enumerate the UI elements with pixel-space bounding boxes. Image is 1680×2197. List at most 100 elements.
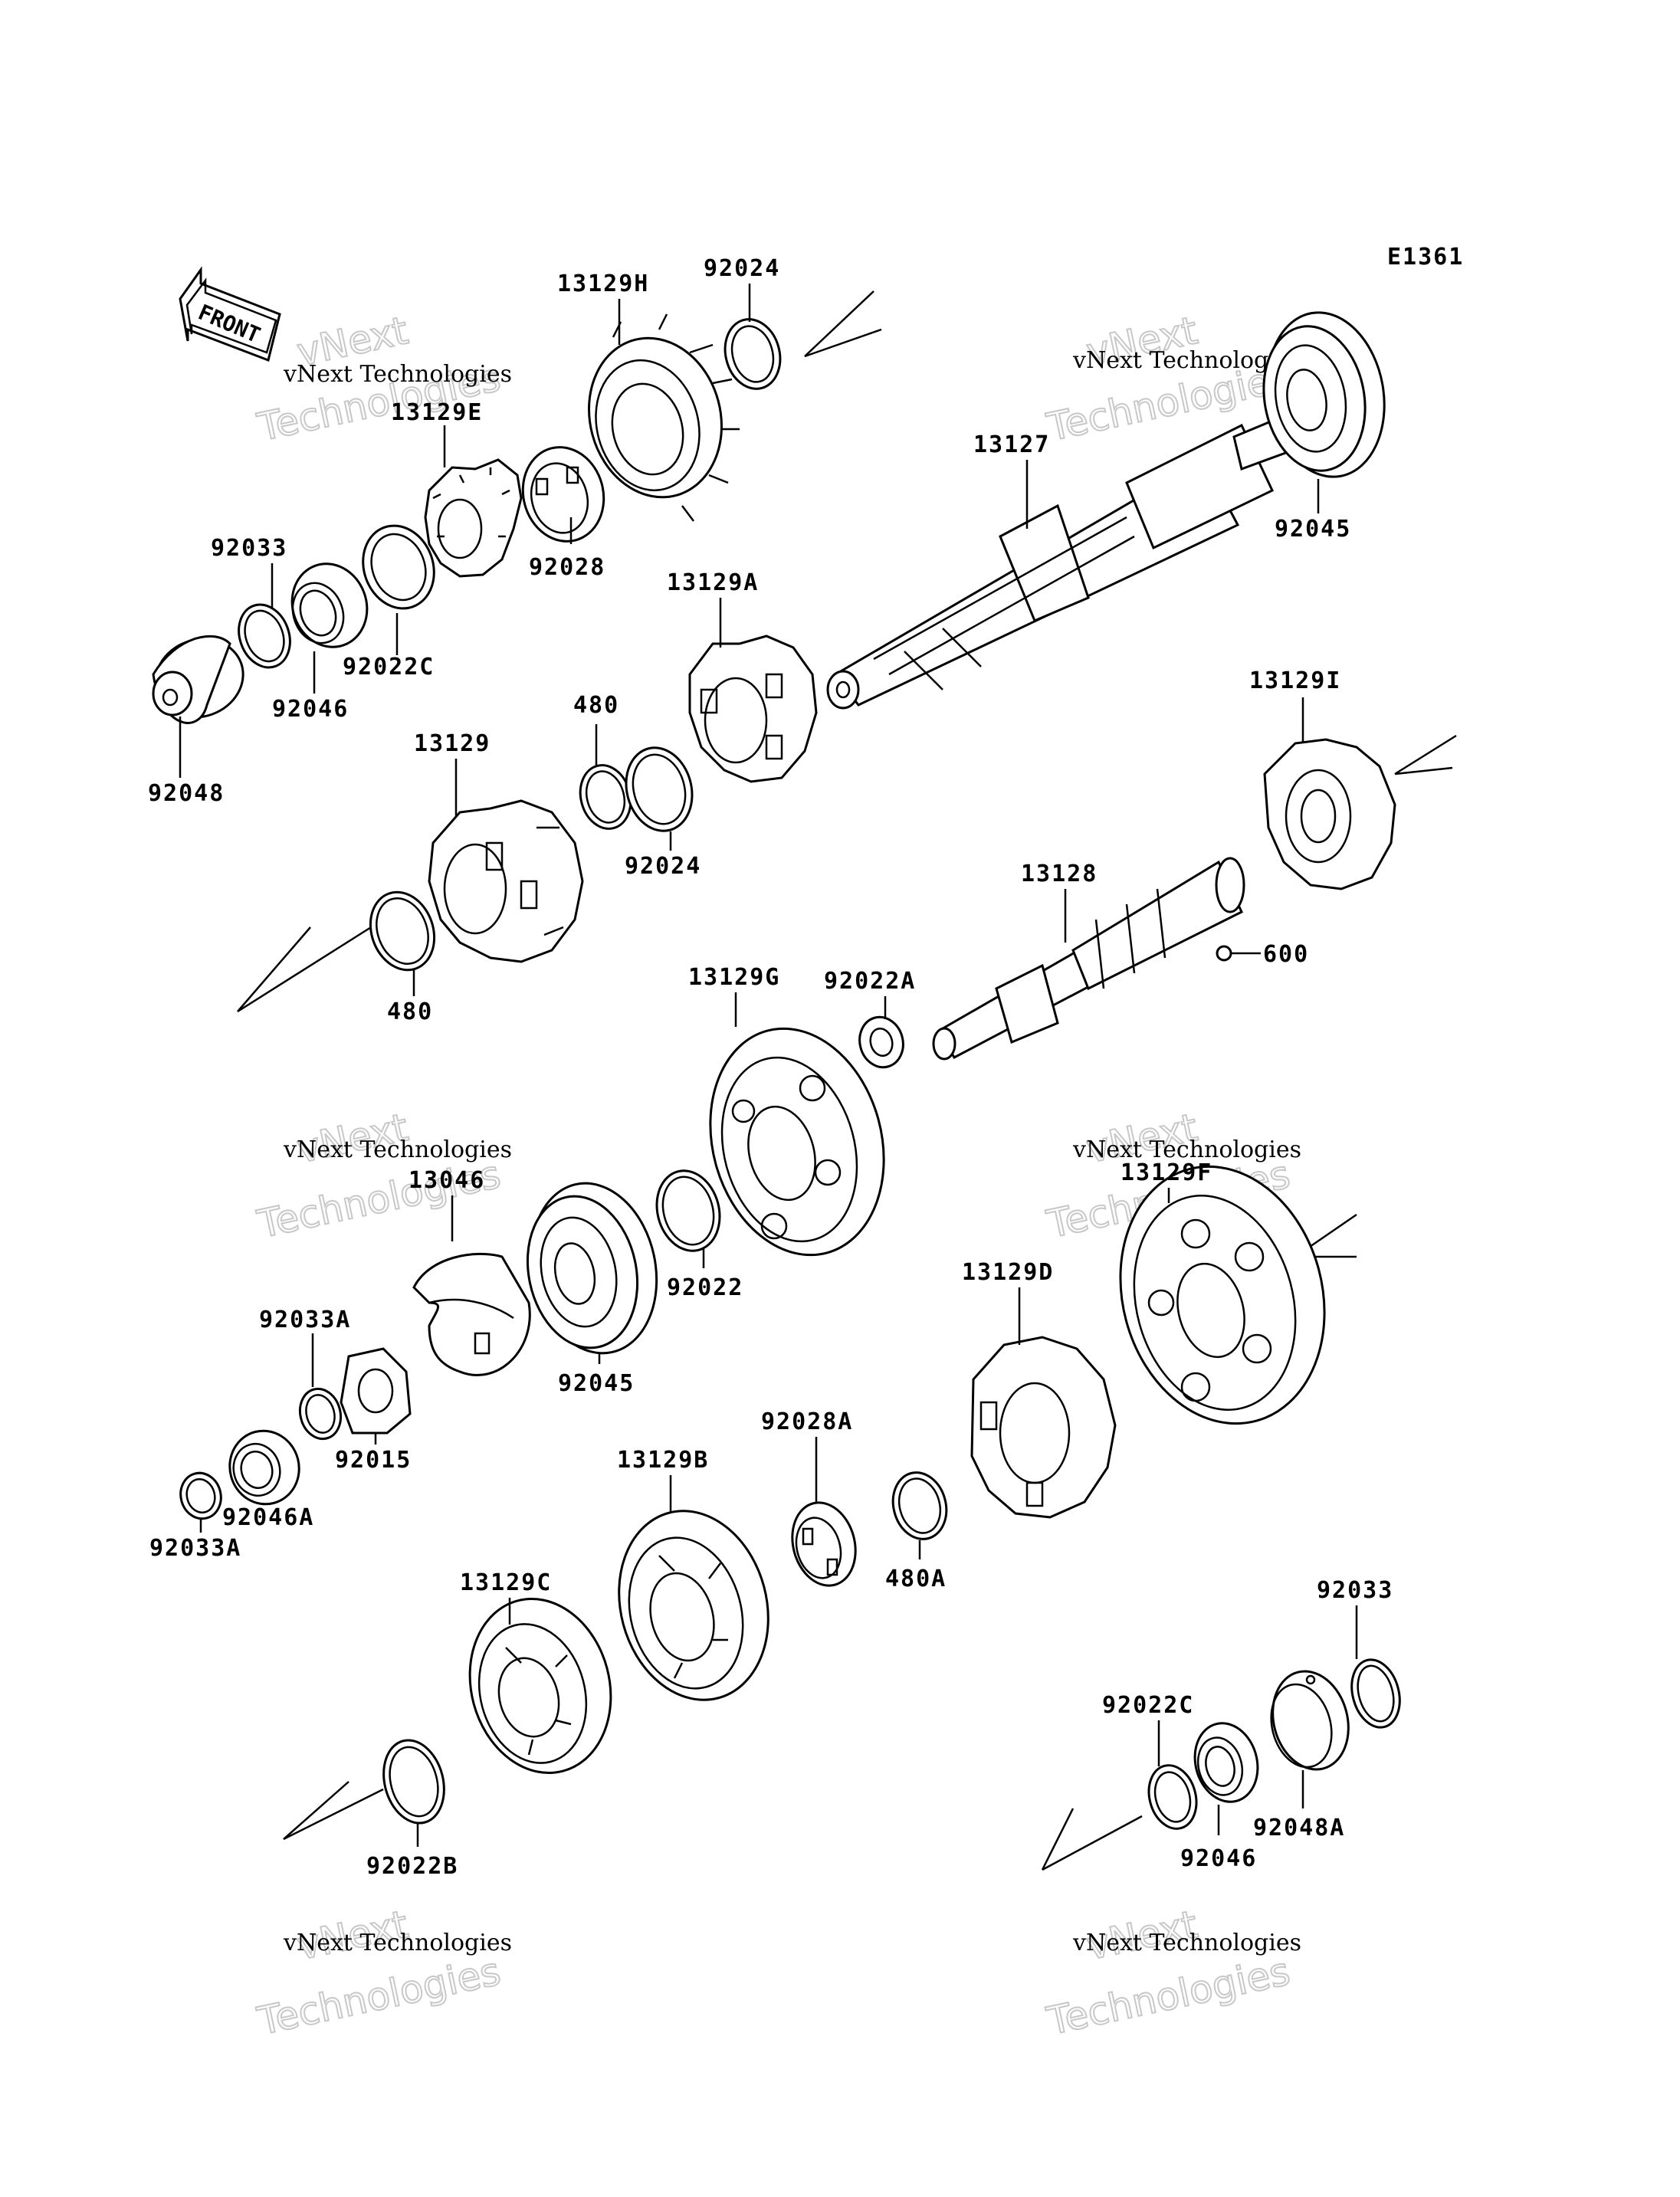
watermark-bottom-left: vNext Technologies <box>253 1901 505 2045</box>
part-92022C-washer-bottom[interactable] <box>1142 1760 1203 1835</box>
axis-line-bottom-left <box>283 1781 349 1840</box>
label-600: 600 <box>1263 941 1309 968</box>
watermark-text-top-right: vNext Technologies <box>1072 347 1301 374</box>
part-labels: 13129H 92024 13129E 92028 92033 92022C 9… <box>148 255 1393 1880</box>
label-92045-top: 92045 <box>1275 516 1351 543</box>
axis-line-upper <box>804 290 874 357</box>
part-92045-bearing-mid[interactable] <box>514 1172 672 1365</box>
label-92033-bottom: 92033 <box>1317 1577 1393 1604</box>
svg-text:Technologies: Technologies <box>254 1152 504 1247</box>
label-92048: 92048 <box>148 780 225 807</box>
label-13129F: 13129F <box>1121 1159 1212 1186</box>
label-13129E: 13129E <box>391 399 483 426</box>
label-13129D: 13129D <box>962 1259 1054 1286</box>
part-13128-shaft[interactable] <box>932 857 1245 1061</box>
label-92022C-top: 92022C <box>343 654 435 680</box>
part-92046-needle-bearing-top[interactable] <box>281 553 379 657</box>
label-480-top: 480 <box>573 692 619 719</box>
axis-line-right-b <box>1394 766 1453 776</box>
part-92028A-bushing[interactable] <box>783 1496 865 1593</box>
part-92022-washer[interactable] <box>648 1163 729 1258</box>
label-13129C: 13129C <box>460 1569 552 1596</box>
part-92033A-circlip-top[interactable] <box>294 1384 346 1443</box>
part-480A-circlip[interactable] <box>886 1467 953 1546</box>
part-92046-needle-bearing-bottom[interactable] <box>1186 1716 1266 1808</box>
label-13129B: 13129B <box>617 1447 709 1474</box>
label-92046A: 92046A <box>222 1504 314 1531</box>
label-13129G: 13129G <box>688 964 780 991</box>
axis-line-bottom-right-b <box>1042 1815 1143 1871</box>
label-13046: 13046 <box>409 1167 485 1194</box>
watermark-text-bottom-right: vNext Technologies <box>1072 1930 1301 1956</box>
watermark-text-mid-left: vNext Technologies <box>283 1136 512 1163</box>
part-92015-nut[interactable] <box>340 1347 412 1435</box>
axis-line-left <box>237 926 311 1012</box>
part-92046A-needle-bearing[interactable] <box>221 1423 307 1512</box>
label-13128: 13128 <box>1021 861 1098 887</box>
axis-line-left-b <box>237 918 384 1013</box>
label-92028: 92028 <box>529 554 605 581</box>
label-13129A: 13129A <box>667 569 759 596</box>
part-92024-washer-top[interactable] <box>717 313 787 395</box>
watermark-text-mid-right: vNext Technologies <box>1072 1136 1301 1163</box>
label-92046-bottom: 92046 <box>1180 1845 1257 1872</box>
front-arrow-icon: FRONT <box>179 266 281 362</box>
part-13129G-gear[interactable] <box>686 1009 908 1275</box>
part-13129B-gear[interactable] <box>599 1494 789 1717</box>
label-480-left: 480 <box>387 998 433 1025</box>
label-92033A-top: 92033A <box>259 1307 351 1333</box>
part-13129C-gear[interactable] <box>451 1583 629 1789</box>
part-13129I-gear[interactable] <box>1263 738 1396 890</box>
part-13129-gear[interactable] <box>428 799 584 963</box>
part-92024-washer-mid[interactable] <box>617 740 701 838</box>
label-92022B: 92022B <box>366 1853 458 1880</box>
part-92045-bearing-top[interactable] <box>1252 303 1396 487</box>
label-92024-mid: 92024 <box>625 853 701 880</box>
part-13129F-gear[interactable] <box>1092 1143 1352 1447</box>
part-13129A-gear[interactable] <box>688 635 818 783</box>
part-92022A-washer[interactable] <box>854 1012 908 1072</box>
part-13046-collar[interactable] <box>412 1252 531 1376</box>
label-92045-mid: 92045 <box>558 1370 635 1397</box>
axis-line-bottom-right <box>1041 1808 1075 1871</box>
svg-text:Technologies: Technologies <box>254 1949 504 2044</box>
watermark-text-top-left: vNext Technologies <box>283 361 512 388</box>
part-92033A-circlip-bottom[interactable] <box>176 1468 226 1523</box>
leader-lines <box>179 284 1358 1847</box>
part-92033-circlip-top[interactable] <box>231 598 299 675</box>
part-13129H-gear[interactable] <box>572 313 740 522</box>
label-92022C-bottom: 92022C <box>1102 1692 1194 1719</box>
label-13129H: 13129H <box>557 271 649 297</box>
part-92022C-washer-top[interactable] <box>352 516 445 618</box>
label-13129I: 13129I <box>1249 667 1341 694</box>
part-92033-circlip-bottom[interactable] <box>1344 1654 1406 1733</box>
diagram-code: E1361 <box>1387 244 1464 271</box>
label-92048A: 92048A <box>1253 1815 1345 1841</box>
part-13129E-gear[interactable] <box>424 458 523 578</box>
label-92033A-bottom: 92033A <box>149 1535 241 1562</box>
part-92028-bushing[interactable] <box>513 438 615 551</box>
label-92022: 92022 <box>667 1274 743 1301</box>
part-480-circlip-left[interactable] <box>360 883 445 979</box>
part-600-ball[interactable] <box>1216 945 1232 962</box>
axis-line-right <box>1394 734 1457 776</box>
label-92024-top: 92024 <box>704 255 780 282</box>
watermark-text-bottom-left: vNext Technologies <box>283 1930 512 1956</box>
label-92033-top: 92033 <box>211 535 287 562</box>
label-92046-top: 92046 <box>272 696 349 723</box>
svg-text:Technologies: Technologies <box>1043 1949 1294 2044</box>
label-480A: 480A <box>885 1566 947 1592</box>
label-92022A: 92022A <box>824 968 916 995</box>
axis-line-bottom-left-b <box>283 1788 384 1841</box>
watermark-bottom-right: vNext Technologies <box>1042 1901 1294 2045</box>
part-92022B-washer[interactable] <box>375 1733 453 1830</box>
part-92048-cap[interactable] <box>144 627 254 730</box>
axis-line-upper-b <box>804 328 882 358</box>
part-13127-shaft[interactable] <box>826 415 1289 710</box>
label-92015: 92015 <box>335 1447 412 1474</box>
label-13127: 13127 <box>973 431 1050 458</box>
part-13129D-gear[interactable] <box>970 1336 1117 1519</box>
part-92048A-sleeve[interactable] <box>1262 1663 1359 1778</box>
label-13129: 13129 <box>414 730 491 757</box>
